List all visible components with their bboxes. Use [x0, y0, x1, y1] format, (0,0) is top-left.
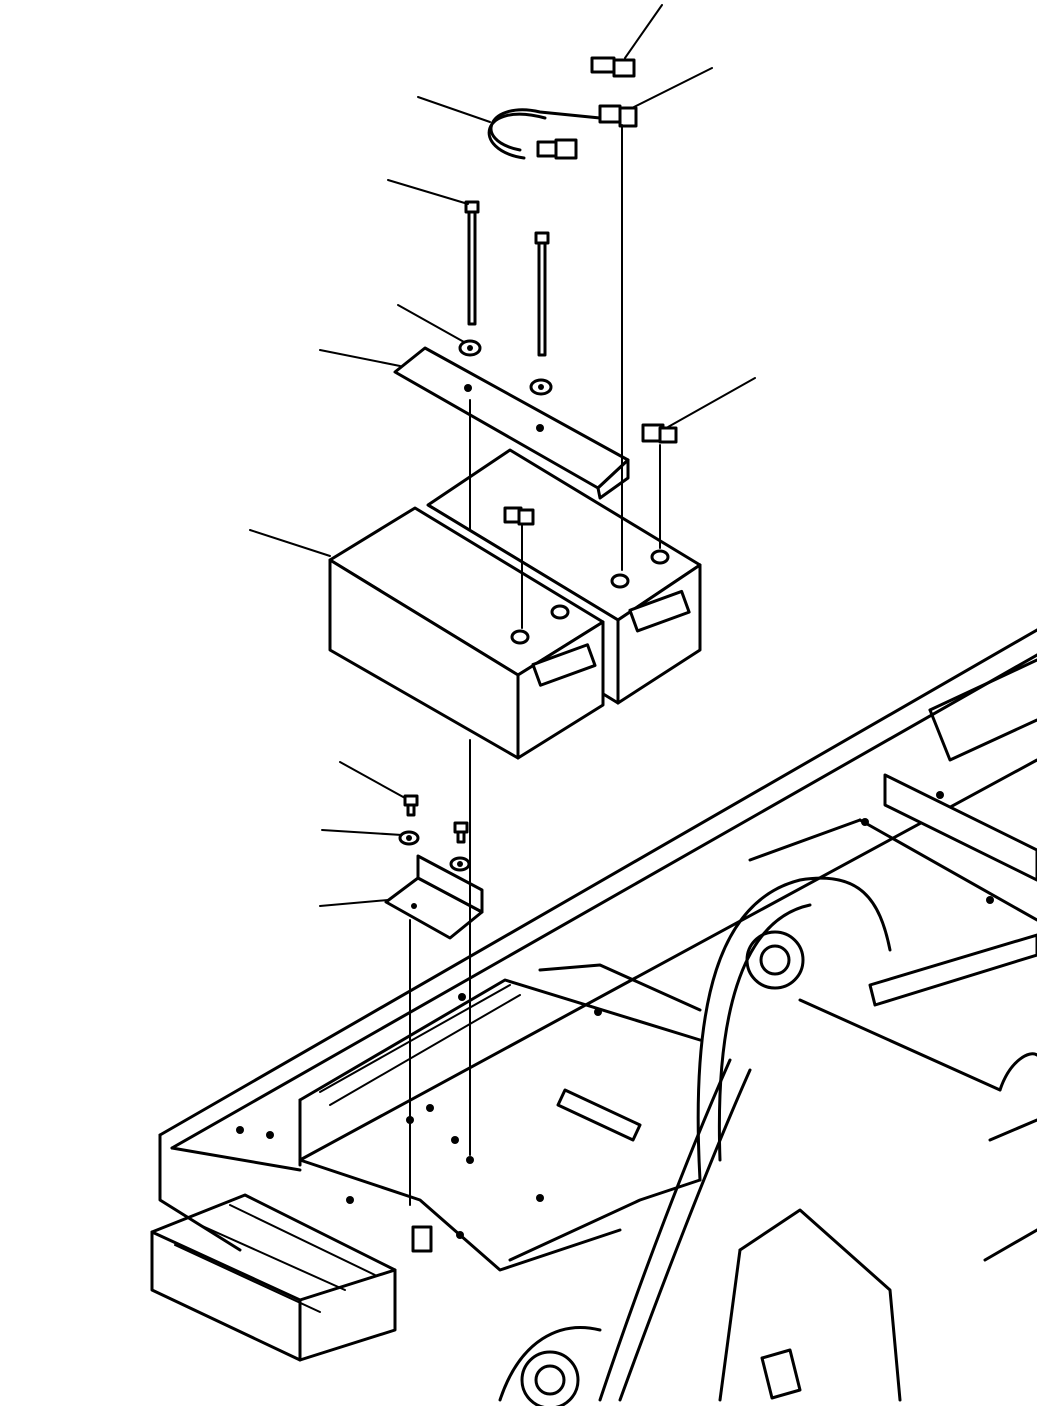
alignment-lines — [409, 124, 661, 1206]
battery-front-icon — [328, 506, 605, 760]
battery-stop-bracket-icon — [384, 854, 484, 940]
top-connector-icon — [590, 56, 636, 78]
revolving-frame — [150, 628, 1037, 1406]
ground-cable-icon — [487, 104, 638, 160]
small-bolt-icon — [398, 794, 471, 872]
terminal-clamp-icon — [641, 423, 678, 444]
washer-icon — [458, 339, 553, 396]
hold-down-bracket-icon — [393, 346, 630, 500]
leader-lines — [249, 4, 756, 907]
long-bolt-icon — [464, 200, 550, 357]
